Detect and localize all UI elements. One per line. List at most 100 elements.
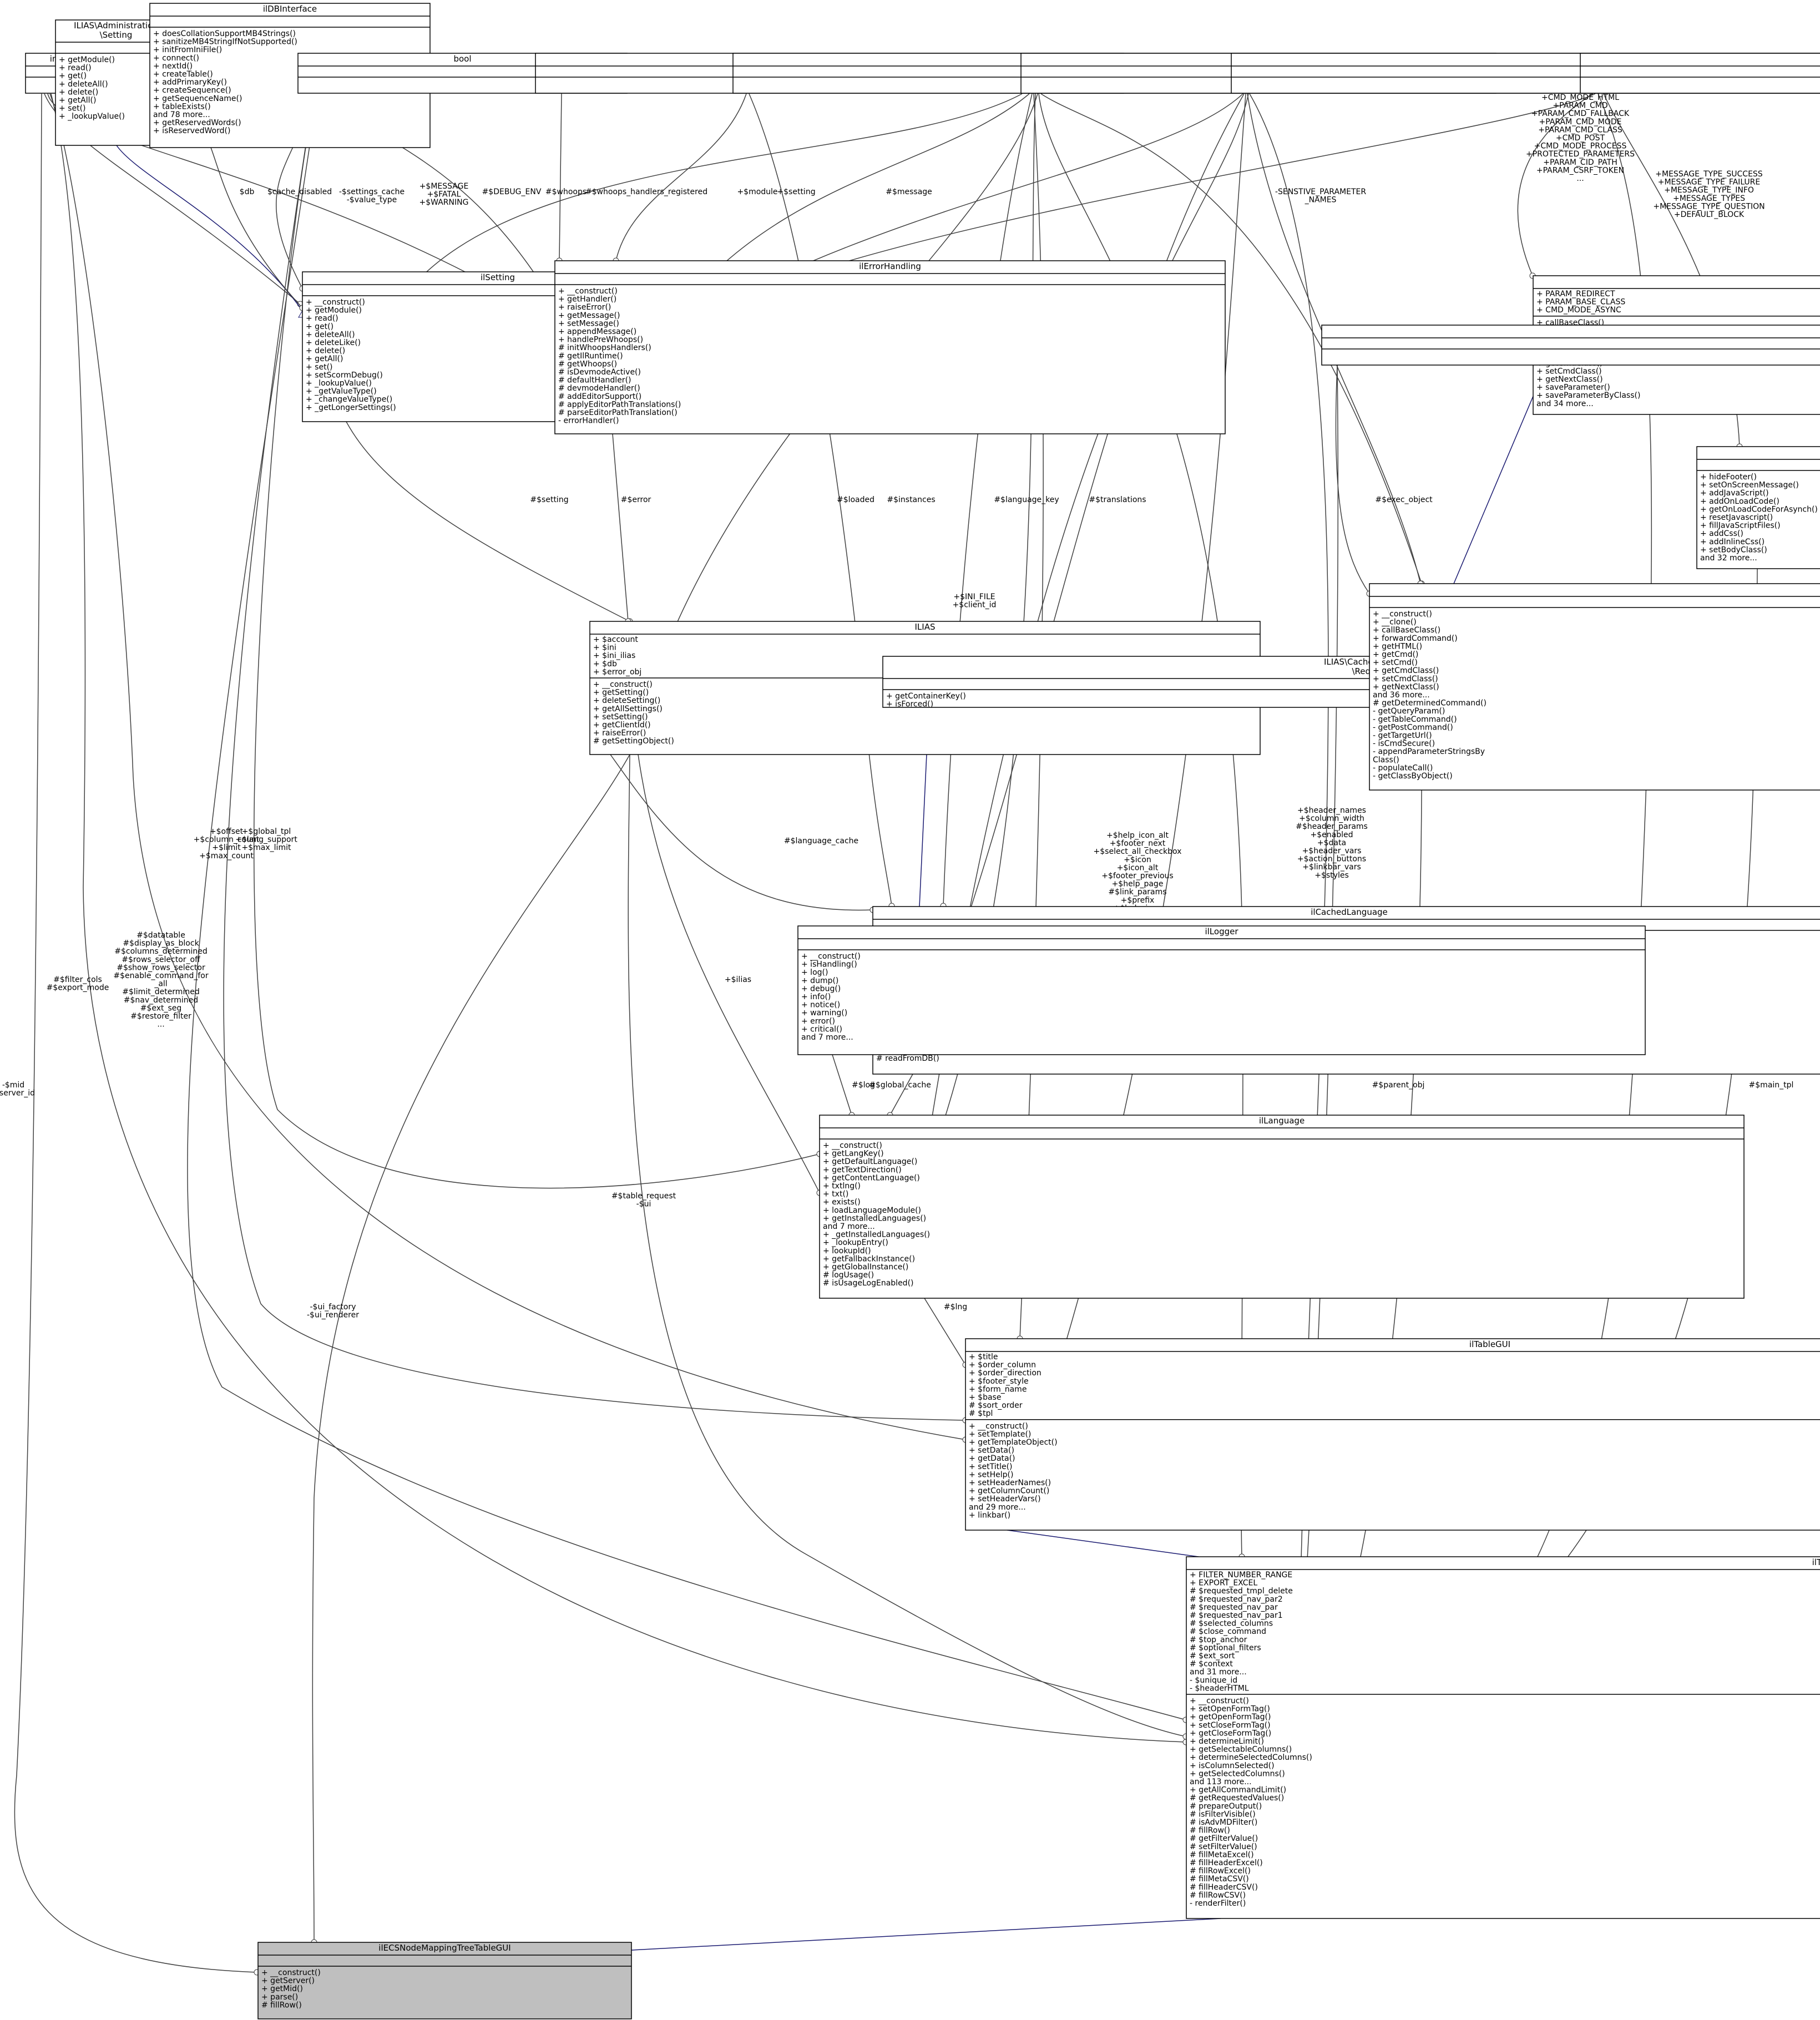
association-edge-13 bbox=[615, 93, 747, 261]
edge-label-line: #$enable_command_for bbox=[113, 971, 208, 980]
association-edge-14 bbox=[749, 93, 892, 907]
edge-label-line: #$whoops bbox=[545, 188, 587, 196]
class-attribute: # $tpl bbox=[969, 1409, 993, 1418]
class-method: + sanitizeMB4StringIfNotSupported() bbox=[153, 38, 297, 47]
class-method: + getSelectedColumns() bbox=[1190, 1769, 1285, 1778]
class-method: + addOnLoadCode() bbox=[1700, 497, 1779, 506]
class-method: # isUsageLogEnabled() bbox=[823, 1279, 914, 1288]
association-edge-9 bbox=[223, 93, 966, 1421]
class-method: # getSettingObject() bbox=[593, 737, 674, 746]
edge-label-38: -$ui_factory-$ui_renderer bbox=[307, 1303, 359, 1320]
association-edge-43 bbox=[889, 1074, 913, 1116]
class-method: + __construct() bbox=[261, 1968, 321, 1977]
class-method: + determineLimit() bbox=[1190, 1737, 1264, 1746]
class-method: + getHandler() bbox=[558, 295, 616, 304]
class-method: - errorHandler() bbox=[558, 417, 619, 426]
class-method: + setOpenFormTag() bbox=[1190, 1705, 1270, 1714]
class-method: and 29 more... bbox=[969, 1503, 1026, 1512]
class-method: + _lookupValue() bbox=[59, 112, 125, 121]
class-method: + txtlng() bbox=[823, 1182, 861, 1191]
class-method: + setHeaderNames() bbox=[969, 1479, 1051, 1487]
edge-label-2: -$settings_cache-$value_type bbox=[339, 188, 405, 205]
edge-label-line: ... bbox=[1576, 174, 1584, 183]
edge-label-line: +$client_id bbox=[953, 601, 997, 610]
edge-label-22: #$exec_object bbox=[1375, 495, 1433, 504]
edge-label-line: +$data bbox=[1317, 838, 1346, 847]
class-name: ilLanguage bbox=[1259, 1116, 1305, 1126]
inheritance-edge-48 bbox=[1007, 1530, 1199, 1557]
class-method: - isCmdSecure() bbox=[1373, 740, 1435, 748]
class-method: + getAllCommandLimit() bbox=[1190, 1786, 1286, 1795]
edge-label-line: +$MESSAGE bbox=[419, 182, 469, 191]
association-edge-34 bbox=[1335, 364, 1370, 594]
class-method: - appendParameterStringsBy bbox=[1373, 747, 1485, 756]
edge-label-line: -$ui_renderer bbox=[307, 1311, 359, 1320]
class-method: + raiseError() bbox=[593, 729, 646, 738]
class-method: + setCloseFormTag() bbox=[1190, 1721, 1271, 1730]
edge-label-line: -$settings_cache bbox=[339, 188, 405, 196]
edge-label-29: +$global_tpl+$lang_support+$max_limit bbox=[235, 827, 297, 852]
class-method: + determineSelectedColumns() bbox=[1190, 1753, 1312, 1762]
class-attribute: + $order_column bbox=[969, 1361, 1036, 1370]
class-attribute: # $ext_sort bbox=[1190, 1652, 1235, 1660]
edge-label-line: +$INI_FILE bbox=[953, 593, 995, 601]
class-method: + getCmd() bbox=[1373, 650, 1418, 659]
class-method: + parse() bbox=[261, 1993, 298, 2002]
edge-label-line: +$WARNING bbox=[419, 198, 469, 207]
edge-label-line: +PROTECTED_PARAMETERS bbox=[1526, 150, 1635, 159]
association-edge-46 bbox=[638, 754, 820, 1193]
class-method: + getSetting() bbox=[593, 688, 649, 697]
class-method: # devmodeHandler() bbox=[558, 384, 640, 393]
edge-label-8: +$setting bbox=[777, 188, 815, 196]
class-name: ilErrorHandling bbox=[859, 261, 921, 271]
class-method: + connect() bbox=[153, 54, 199, 63]
class-node-iltablegui: ilTableGUI+ $title+ $order_column+ $orde… bbox=[965, 1338, 1820, 1531]
class-method: + __clone() bbox=[1373, 618, 1417, 627]
edge-label-line: #$translations bbox=[1089, 495, 1146, 504]
class-method: + getMessage() bbox=[558, 311, 620, 320]
edge-label-line: #$log bbox=[852, 1081, 875, 1090]
edge-label-27: #$language_cache bbox=[784, 837, 858, 846]
class-method: + read() bbox=[306, 314, 338, 323]
class-attribute: + $title bbox=[969, 1353, 998, 1361]
class-method: + deleteAll() bbox=[59, 80, 108, 89]
edge-label-line: +$lang_support bbox=[235, 836, 297, 844]
class-attribute: + $ini_ilias bbox=[593, 651, 635, 660]
edge-label-line: +$enabled bbox=[1311, 831, 1353, 839]
association-edge-0 bbox=[14, 93, 257, 1973]
edge-label-line: #$instances bbox=[887, 495, 935, 504]
class-method: + __construct() bbox=[558, 287, 618, 296]
edge-label-line: +$max_count bbox=[199, 852, 254, 860]
association-edge-24 bbox=[952, 93, 1245, 963]
class-method: # prepareOutput() bbox=[1190, 1802, 1262, 1811]
edge-label-line: #$columns_determined bbox=[114, 947, 207, 956]
class-method: + doesCollationSupportMB4Strings() bbox=[153, 29, 296, 38]
class-box bbox=[797, 925, 1646, 1055]
class-method: # fillHeaderCSV() bbox=[1190, 1883, 1258, 1892]
edge-label-line: -$ui bbox=[636, 1200, 651, 1209]
edge-label-line: +PARAM_CID_PATH bbox=[1543, 158, 1617, 167]
class-method: + setSetting() bbox=[593, 712, 648, 721]
edge-label-line: +$global_tpl bbox=[242, 827, 291, 836]
edge-label-line: #$restore_filter bbox=[130, 1012, 191, 1021]
class-node-ilecs: ilECSNodeMappingTreeTableGUI+ __construc… bbox=[257, 1942, 632, 2019]
class-attribute: + CMD_MODE_ASYNC bbox=[1536, 306, 1621, 315]
class-method: + initFromIniFile() bbox=[153, 45, 222, 54]
association-edge-41 bbox=[346, 421, 630, 622]
class-method: + deleteSetting() bbox=[593, 696, 660, 705]
class-method: + _getValueType() bbox=[306, 387, 377, 396]
class-method: + getContainerKey() bbox=[886, 692, 966, 701]
edge-label-line: #$display_as_block bbox=[123, 939, 199, 948]
class-attribute: + $db bbox=[593, 660, 617, 669]
association-edge-12 bbox=[559, 93, 562, 261]
class-node-const: const bbox=[1580, 53, 1820, 94]
class-method: + addCss() bbox=[1700, 529, 1743, 538]
association-edge-22 bbox=[390, 93, 1023, 317]
class-method: - getQueryParam() bbox=[1373, 707, 1445, 716]
edge-label-32: +$ilias bbox=[725, 975, 751, 984]
class-method: + getCloseFormTag() bbox=[1190, 1729, 1271, 1738]
edge-label-46: -$mid-$server_id bbox=[0, 1081, 35, 1098]
edge-label-line: +$ilias bbox=[725, 975, 751, 984]
edge-label-line: #$exec_object bbox=[1375, 495, 1433, 504]
class-box bbox=[1369, 583, 1820, 791]
